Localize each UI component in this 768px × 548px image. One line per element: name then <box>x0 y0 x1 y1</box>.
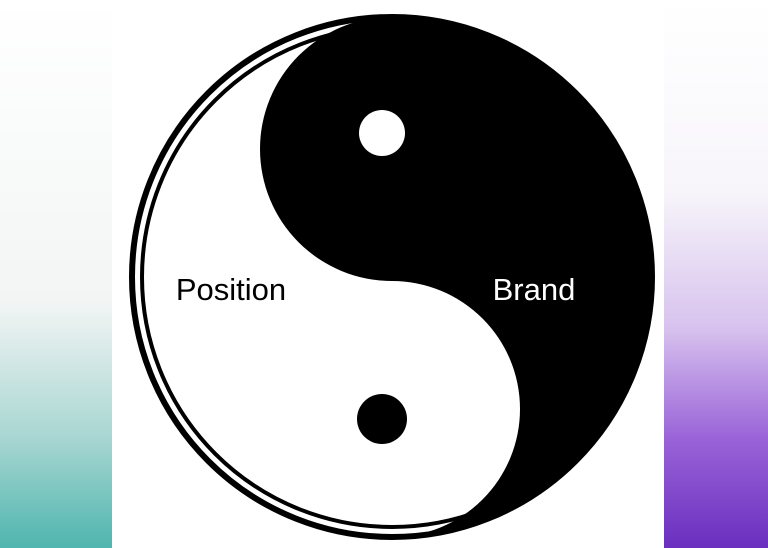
position-label: Position <box>176 272 286 307</box>
brand-label: Brand <box>493 272 576 307</box>
yang-dot <box>359 110 405 156</box>
yin-dot <box>357 394 407 444</box>
left-side-panel <box>0 0 112 548</box>
yin-yang-symbol <box>129 14 655 540</box>
yin-half <box>260 17 652 537</box>
right-side-panel <box>664 0 768 548</box>
